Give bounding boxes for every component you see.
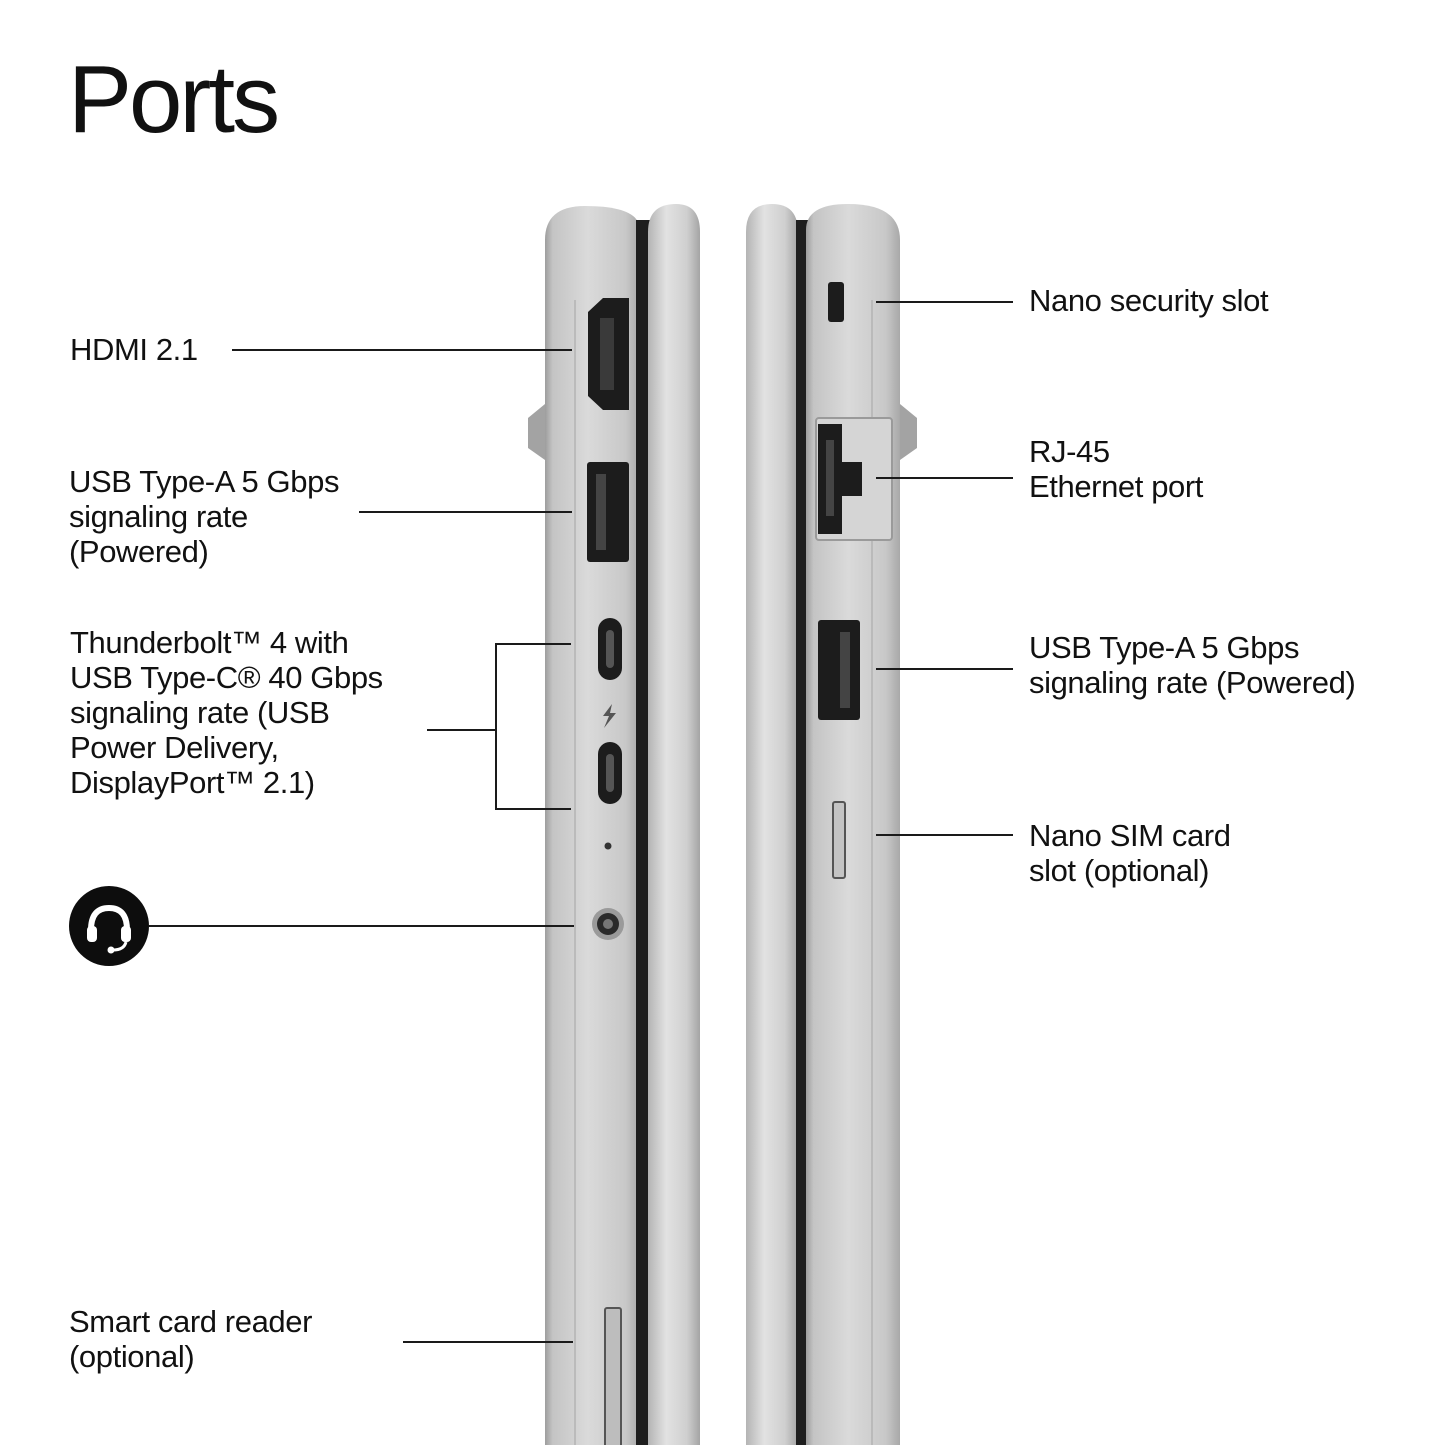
leader-smart-card <box>403 1341 573 1343</box>
leader-thunderbolt <box>427 729 497 731</box>
nano-security-slot <box>828 282 844 322</box>
nano-sim-slot <box>832 801 846 879</box>
left-hinge-tab <box>528 404 545 460</box>
leader-usb-a-right <box>876 668 1013 670</box>
leader-thunderbolt-top <box>495 643 571 645</box>
headset-badge <box>69 886 149 966</box>
headset-icon <box>87 904 131 954</box>
usb-a-port-left <box>587 462 629 562</box>
label-thunderbolt: Thunderbolt™ 4 with USB Type-C® 40 Gbps … <box>70 625 383 800</box>
bracket-thunderbolt <box>495 643 497 810</box>
smart-card-slot <box>604 1307 622 1445</box>
left-side-view <box>528 204 700 1445</box>
label-hdmi: HDMI 2.1 <box>70 332 198 367</box>
leader-audio <box>149 925 574 927</box>
right-lid <box>746 204 798 1445</box>
right-hinge-tab <box>900 404 917 460</box>
leader-hdmi <box>232 349 572 351</box>
leader-usb-a-left <box>359 511 572 513</box>
status-led <box>604 842 612 850</box>
right-side-view <box>746 204 917 1445</box>
label-security: Nano security slot <box>1029 283 1269 318</box>
left-lid <box>648 204 700 1445</box>
leader-thunderbolt-bottom <box>495 808 571 810</box>
usb-a-port-right <box>818 620 860 720</box>
leader-security <box>876 301 1013 303</box>
left-seam <box>636 220 650 1445</box>
leader-rj45 <box>876 477 1013 479</box>
page-title: Ports <box>68 46 280 153</box>
lightning-bolt-icon <box>603 704 616 728</box>
label-usb-a-left: USB Type-A 5 Gbps signaling rate (Powere… <box>69 464 340 569</box>
right-chassis <box>806 204 900 1445</box>
label-smart-card: Smart card reader (optional) <box>69 1304 313 1374</box>
label-sim: Nano SIM card slot (optional) <box>1029 818 1231 888</box>
label-rj45: RJ-45 Ethernet port <box>1029 434 1204 504</box>
leader-sim <box>876 834 1013 836</box>
label-usb-a-right: USB Type-A 5 Gbps signaling rate (Powere… <box>1029 630 1356 700</box>
